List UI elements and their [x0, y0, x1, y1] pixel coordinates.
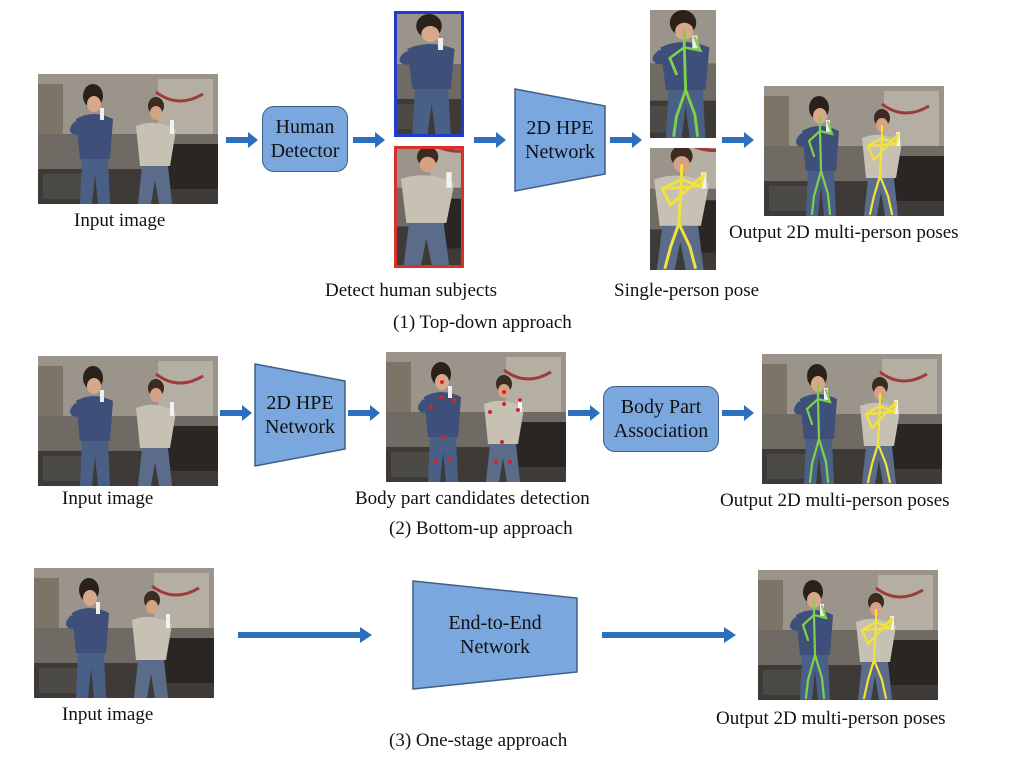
single-person-pose-label: Single-person pose: [614, 280, 760, 301]
hpe-network-line-1: 2D HPE: [266, 392, 334, 414]
long-arrow-icon: [238, 627, 372, 643]
output-image-one-stage: [758, 570, 938, 700]
end-to-end-line-1: End-to-End: [448, 612, 542, 634]
hpe-network-line-1: 2D HPE: [526, 117, 594, 139]
hpe-network-label-top-down: 2D HPE Network: [514, 88, 606, 192]
hpe-network-line-2: Network: [525, 141, 595, 163]
top-down-caption: (1) Top-down approach: [393, 312, 572, 333]
detected-person-1: [394, 11, 464, 137]
human-detector-line-1: Human: [275, 116, 335, 138]
input-image-top-down: [38, 74, 218, 204]
arrow-icon: [568, 405, 600, 421]
detect-human-subjects-label: Detect human subjects: [325, 280, 498, 301]
output-poses-label: Output 2D multi-person poses: [729, 222, 959, 243]
association-line-1: Body Part: [620, 396, 702, 418]
input-image-label: Input image: [62, 488, 154, 509]
output-poses-label: Output 2D multi-person poses: [716, 708, 946, 729]
bottom-up-caption: (2) Bottom-up approach: [389, 518, 573, 539]
arrow-icon: [220, 405, 252, 421]
arrow-icon: [353, 132, 385, 148]
arrow-icon: [348, 405, 380, 421]
hpe-network-label-bottom-up: 2D HPE Network: [254, 363, 346, 467]
single-person-pose-1: [650, 10, 716, 138]
output-image-bottom-up: [762, 354, 942, 484]
hpe-network-block-top-down: [514, 88, 606, 192]
body-part-candidates-label: Body part candidates detection: [355, 488, 590, 509]
detected-person-2: [394, 146, 464, 268]
arrow-icon: [722, 132, 754, 148]
hpe-network-line-2: Network: [265, 416, 335, 438]
hpe-network-block-bottom-up: [254, 363, 346, 467]
input-image-label: Input image: [62, 704, 154, 725]
long-arrow-icon: [602, 627, 736, 643]
input-image-label: Input image: [74, 210, 166, 231]
single-person-pose-2: [650, 148, 716, 270]
arrow-icon: [610, 132, 642, 148]
end-to-end-line-2: Network: [460, 636, 530, 658]
one-stage-caption: (3) One-stage approach: [389, 730, 568, 751]
arrow-icon: [226, 132, 258, 148]
body-part-candidates-image: [386, 352, 566, 482]
arrow-icon: [722, 405, 754, 421]
end-to-end-network-label: End-to-End Network: [412, 580, 578, 690]
arrow-icon: [474, 132, 506, 148]
input-image-bottom-up: [38, 356, 218, 486]
input-image-one-stage: [34, 568, 214, 698]
output-poses-label: Output 2D multi-person poses: [720, 490, 950, 511]
output-image-top-down: [764, 86, 944, 216]
end-to-end-network-block: [412, 580, 578, 690]
human-detector-line-2: Detector: [270, 140, 340, 162]
association-line-2: Association: [613, 420, 709, 442]
